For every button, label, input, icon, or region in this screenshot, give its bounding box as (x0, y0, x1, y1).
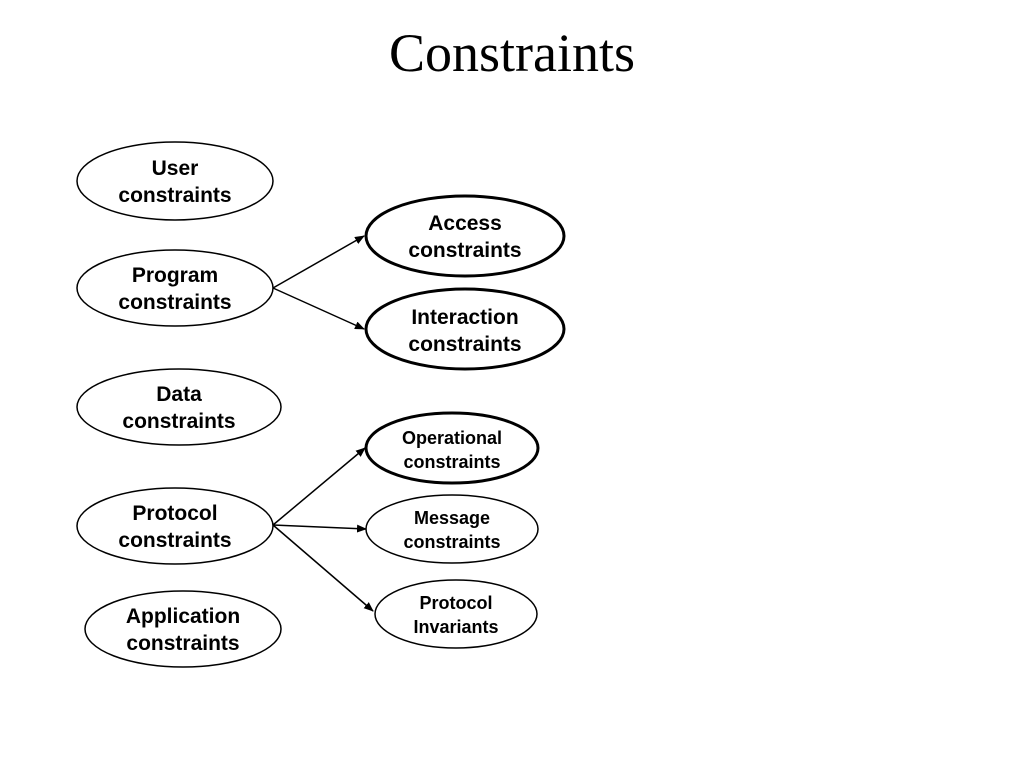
node-access-constraints: Access constraints (364, 194, 566, 278)
edge-program-to-access (272, 235, 365, 289)
node-interaction-constraints: Interaction constraints (364, 287, 566, 371)
edge-protocol-to-invariants (272, 524, 374, 612)
svg-text:constraints: constraints (403, 452, 500, 472)
svg-text:constraints: constraints (403, 532, 500, 552)
edge-protocol-to-message (272, 524, 367, 533)
edge-protocol-to-operational (272, 447, 366, 526)
svg-text:Application: Application (126, 605, 240, 628)
svg-text:Invariants: Invariants (413, 617, 498, 637)
node-operational-constraints: Operational constraints (364, 411, 540, 485)
node-program-constraints: Program constraints (76, 249, 274, 327)
svg-text:constraints: constraints (122, 410, 235, 433)
svg-text:Interaction: Interaction (411, 306, 518, 329)
svg-text:Access: Access (428, 212, 502, 235)
svg-text:Data: Data (156, 383, 202, 406)
page-title: Constraints (388, 23, 635, 83)
svg-text:Operational: Operational (402, 428, 502, 448)
node-protocol-invariants: Protocol Invariants (374, 579, 538, 649)
svg-text:User: User (152, 157, 199, 180)
svg-text:constraints: constraints (118, 184, 231, 207)
svg-text:Message: Message (414, 508, 490, 528)
svg-text:constraints: constraints (118, 529, 231, 552)
svg-text:constraints: constraints (126, 632, 239, 655)
svg-text:Program: Program (132, 264, 218, 287)
svg-text:constraints: constraints (408, 239, 521, 262)
node-message-constraints: Message constraints (365, 494, 539, 564)
svg-text:constraints: constraints (408, 333, 521, 356)
node-application-constraints: Application constraints (84, 590, 282, 668)
svg-text:Protocol: Protocol (132, 502, 217, 525)
node-data-constraints: Data constraints (76, 368, 282, 446)
edges (272, 235, 374, 612)
node-protocol-constraints: Protocol constraints (76, 487, 274, 565)
svg-text:constraints: constraints (118, 291, 231, 314)
svg-text:Protocol: Protocol (419, 593, 492, 613)
edge-program-to-interaction (272, 287, 365, 330)
node-user-constraints: User constraints (76, 141, 274, 221)
